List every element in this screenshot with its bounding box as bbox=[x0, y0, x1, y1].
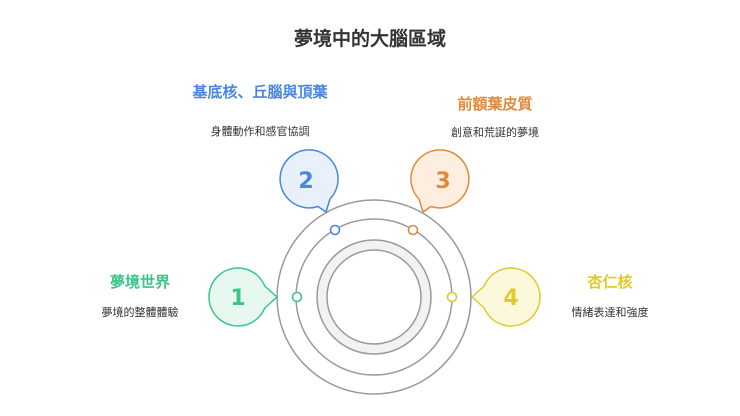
bubble-number-1: 1 bbox=[230, 286, 245, 311]
item-description-1: 夢境的整體體驗 bbox=[101, 306, 179, 319]
bubble-2: 2 bbox=[279, 149, 339, 213]
core-ring-band bbox=[317, 240, 431, 354]
marker-dot-2 bbox=[329, 224, 341, 236]
bubble-number-3: 3 bbox=[435, 169, 450, 194]
core-ring-outer bbox=[316, 239, 432, 355]
bubble-3: 3 bbox=[410, 149, 470, 213]
marker-dot-1 bbox=[291, 291, 303, 303]
marker-dot-3 bbox=[407, 224, 419, 236]
label-item-4: 杏仁核 情緒表達和強度 bbox=[550, 271, 670, 320]
core-ring-inner bbox=[326, 249, 422, 345]
label-item-2: 基底核、丘腦與頂葉 身體動作和感官協調 bbox=[170, 81, 350, 139]
bubble-number-4: 4 bbox=[503, 286, 518, 311]
label-item-1: 夢境世界 夢境的整體體驗 bbox=[70, 271, 210, 320]
bubble-number-2: 2 bbox=[298, 169, 313, 194]
item-heading-4: 杏仁核 bbox=[587, 273, 633, 291]
marker-dot-4 bbox=[446, 291, 458, 303]
item-heading-2: 基底核、丘腦與頂葉 bbox=[192, 83, 328, 101]
diagram-title: 夢境中的大腦區域 bbox=[293, 28, 446, 50]
label-item-3: 前額葉皮質 創意和荒誕的夢境 bbox=[420, 93, 570, 140]
item-heading-3: 前額葉皮質 bbox=[457, 95, 533, 113]
bubble-1: 1 bbox=[208, 267, 278, 327]
item-description-2: 身體動作和感官協調 bbox=[210, 125, 310, 138]
item-description-4: 情緒表達和強度 bbox=[571, 306, 649, 319]
item-description-3: 創意和荒誕的夢境 bbox=[451, 126, 539, 139]
item-heading-1: 夢境世界 bbox=[109, 273, 170, 291]
bubble-4: 4 bbox=[471, 267, 541, 327]
